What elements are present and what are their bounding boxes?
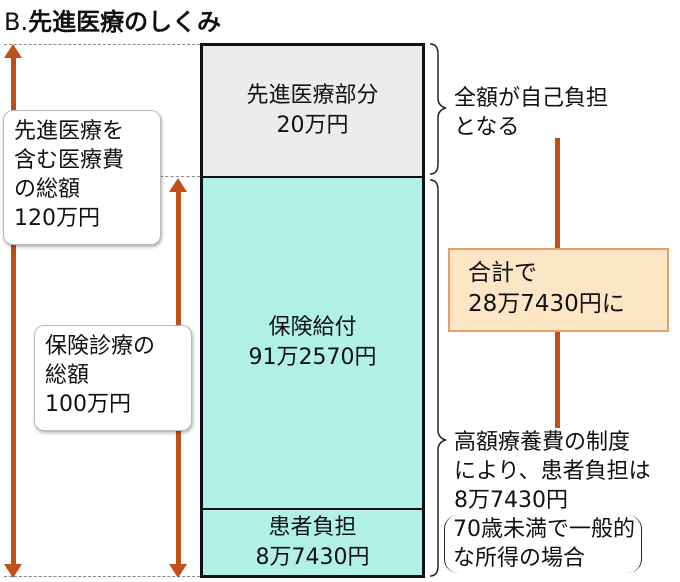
arrow-up-icon <box>169 178 187 192</box>
segment-label: 患者負担 <box>268 514 357 540</box>
insurance-total-label: 保険診療の 総額 100万円 <box>34 325 192 431</box>
diagram-title: B.先進医療のしくみ <box>4 2 221 37</box>
text-line: 合計で <box>468 260 537 286</box>
text-line: 100万円 <box>45 392 131 417</box>
text-line: 含む医療費 <box>14 148 125 173</box>
text-line: 総額 <box>45 363 90 388</box>
brace-icon <box>429 43 447 577</box>
arrow-up-icon <box>4 44 22 58</box>
dashed-line-mid <box>160 176 200 177</box>
text-line: 全額が自己負担 <box>454 86 609 111</box>
text-line: の総額 <box>14 177 81 202</box>
text-line: 70歳未満で一般的 <box>453 517 635 542</box>
connector-line <box>555 138 560 248</box>
insurance-benefit-segment: 保険給付 91万2570円 <box>203 178 422 510</box>
cost-column: 先進医療部分 20万円 保険給付 91万2570円 患者負担 8万7430円 <box>200 43 425 578</box>
text-line: 高額療養費の制度 <box>454 430 631 455</box>
segment-label: 保険給付 <box>268 315 357 340</box>
dashed-line-top <box>4 44 200 45</box>
title-main: 先進医療のしくみ <box>28 8 222 36</box>
patient-payment-segment: 患者負担 8万7430円 <box>203 510 422 575</box>
text-line: 120万円 <box>14 206 100 231</box>
text-line: となる <box>454 115 520 140</box>
segment-amount: 20万円 <box>276 113 349 138</box>
segment-amount: 91万2570円 <box>248 345 377 370</box>
arrow-down-icon <box>4 564 22 578</box>
total-arrow-shaft <box>11 56 16 564</box>
text-line: により、患者負担は <box>454 459 651 484</box>
segment-label: 先進医療部分 <box>246 83 379 108</box>
text-line: 8万7430円 <box>454 488 568 513</box>
text-line: 先進医療を <box>14 119 125 144</box>
income-condition-note: 70歳未満で一般的 な所得の場合 <box>444 515 642 573</box>
advanced-medical-segment: 先進医療部分 20万円 <box>203 46 422 178</box>
connector-line <box>555 332 560 428</box>
text-line: 保険診療の <box>45 334 156 359</box>
text-line: な所得の場合 <box>453 546 586 571</box>
title-prefix: B. <box>4 8 29 36</box>
total-cost-label: 先進医療を 含む医療費 の総額 120万円 <box>3 110 161 245</box>
dashed-line-bottom <box>4 576 200 577</box>
self-pay-note: 全額が自己負担 となる <box>454 84 608 142</box>
arrow-down-icon <box>169 564 187 578</box>
high-cost-note: 高額療養費の制度 により、患者負担は 8万7430円 <box>454 428 651 515</box>
total-callout: 合計で 28万7430円に <box>448 248 669 332</box>
segment-amount: 8万7430円 <box>255 544 370 570</box>
text-line: 28万7430円に <box>468 291 625 317</box>
